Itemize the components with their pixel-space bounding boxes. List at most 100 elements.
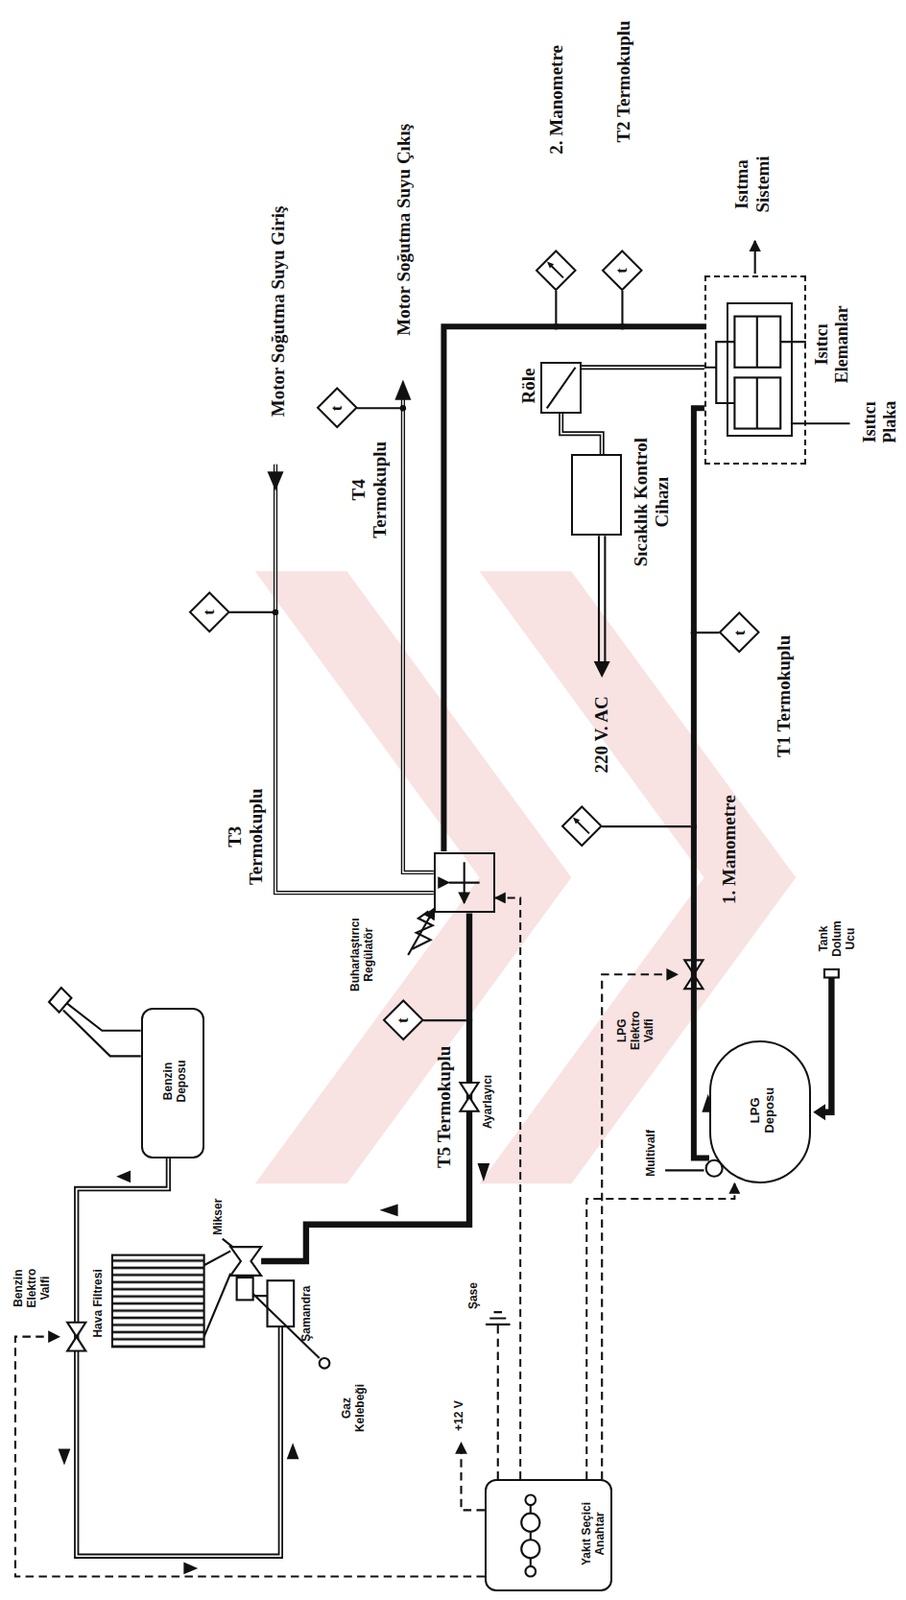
node-label: Benzin Deposu [161,1047,189,1115]
sensor-diamond: tT5 Termokuplu [382,1000,425,1042]
part-label: Isıtıcı Elemanlar [811,296,853,393]
node-label: T3 Termokuplu [224,786,267,887]
dashed-wire [601,974,678,1479]
heater-element [704,316,758,430]
lpg-pipe [825,977,832,1112]
dashed-wire [461,1442,485,1510]
selector-contacts [521,1494,540,1576]
sensor-diamond: tT1 Termokuplu [718,612,761,654]
diamond-outline [535,249,577,291]
wire-connector [561,413,603,454]
diamond-outline [561,806,603,848]
selector-contacts [524,1494,536,1505]
dashed-wire [497,1324,500,1480]
component-box: LPG Deposu [709,1040,811,1184]
part-label: 220 V. AC [591,695,613,773]
tank-neck [48,987,72,1013]
flow-arrow [183,1562,198,1575]
gasoline-line [76,1158,282,1557]
node-label: T1 Termokuplu [773,635,795,758]
part-label: Ayarlayıcı [480,1074,495,1129]
valve-symbol [67,959,703,1351]
node-label: T4 Termokuplu [348,439,391,541]
wire-connector [581,364,705,370]
valve-symbol [459,1082,478,1112]
diamond-outline [602,250,643,290]
diamond-outline [562,807,602,847]
sensor-diamond: tT2 Termokuplu [601,249,644,291]
part-label: Multivalf [643,1129,658,1177]
sensor-diamond: tT4 Termokuplu [316,387,358,430]
pipe-connector [443,326,705,852]
selector-contacts [524,1566,536,1577]
relay-and-supply [598,535,605,662]
node-label: Isıtıcı Plaka [859,383,901,461]
tap-dot [272,323,697,1024]
component-box: Röle [540,361,582,413]
air-filter [112,1250,231,1347]
part-label: Şase [466,1282,480,1310]
node-label: t [327,405,347,412]
diamond-outline [317,388,358,429]
part-label: Hava Filtresi [91,1268,105,1337]
part-label: Tank Dolum Ucu [816,917,858,961]
component-box: Benzin Deposu [141,1007,205,1158]
flow-arrow [267,471,285,491]
part-label: Motor Soğutma Suyu Giriş [267,205,289,417]
part-label: +12 V [452,1400,466,1431]
node-label: 1. Manometre [718,794,740,905]
diamond-outline [383,1001,424,1041]
watermark [255,571,573,1184]
gasoline-line [76,1158,282,1557]
mixer-carburettor [222,1239,320,1359]
ground-symbol [485,1311,511,1325]
tap-dot [272,609,279,616]
wire-connector [495,897,521,1479]
sensor-tap [229,290,719,1021]
flow-arrow [58,1449,72,1466]
flow-arrow [477,1163,491,1182]
fill-nozzle [824,969,839,978]
node-label: Sıcaklık Kontrol Cihazı [630,434,673,570]
pipe-connector [693,407,710,1158]
relay-and-supply [547,367,723,1177]
sensor-tap [229,290,719,1021]
air-filter [204,1250,232,1336]
lpg-pipe [261,913,832,1263]
gauge-needle [547,261,554,268]
tank-neck [55,995,141,1057]
node-label: Yakıt Seçici Anahtar [579,1487,607,1579]
tank-neck [48,987,142,1056]
part-label: Mikser [211,1198,225,1236]
component-box: Sıcaklık Kontrol Cihazı [571,453,622,536]
component-box: Isıtıcı PlakaIsıtma Sistemi [704,275,807,465]
ground-symbol [485,1311,511,1325]
valve-symbol [67,1322,86,1352]
gasoline-line [76,1158,282,1557]
tap-dot [400,405,406,411]
selector-contacts [529,1494,532,1576]
gauge-needle [572,817,580,825]
air-filter [112,1255,205,1348]
node-label: 2. Manometre [546,45,568,155]
flow-arrow [394,380,411,401]
node-label: Röle [518,368,540,405]
flow-arrow [286,1442,300,1459]
dashed-wire [15,1336,485,1577]
regulator-symbol [407,907,435,955]
mixer-carburettor [237,1277,254,1300]
relay-and-supply [547,367,576,409]
regulator-symbol [407,861,479,955]
node-label: T5 Termokuplu [433,1046,455,1169]
diamond-outline [719,613,760,653]
sensor-diamond: tT3 Termokuplu [189,592,231,634]
cooling-water-line [275,387,434,893]
flow-arrow [812,1103,826,1121]
node-label: LPG Deposu [747,1081,777,1140]
node-label: t [612,267,632,274]
node-label: Buharlaştırıcı Regülatör [348,906,376,1003]
cooling-water-line [275,387,434,893]
part-label: Motor Soğutma Suyu Çıkış [393,123,415,336]
node-label: t [199,609,219,616]
regulator-symbol [449,861,480,904]
